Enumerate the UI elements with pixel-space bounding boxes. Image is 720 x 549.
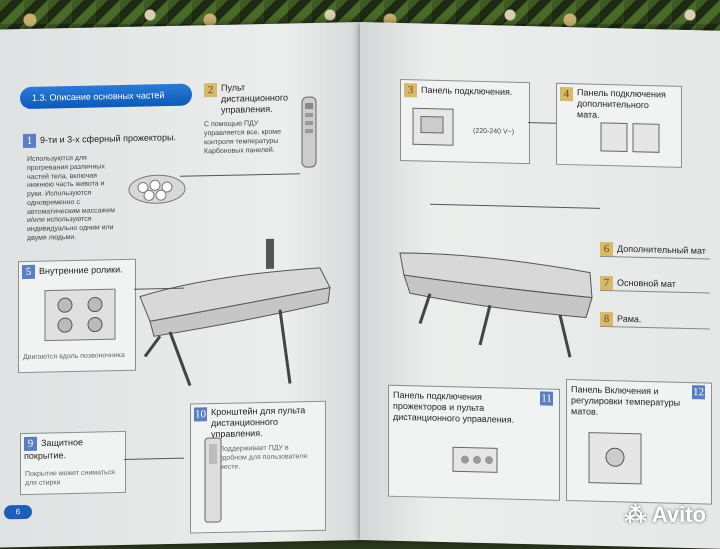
part-3-number: 3 — [404, 83, 417, 98]
part-7-title: Основной мат — [617, 277, 676, 290]
left-page: 1.3. Описание основных частей 1 9-ти и 3-… — [0, 22, 360, 548]
rollers-image — [44, 288, 116, 342]
temperature-panel-image — [588, 432, 642, 485]
part-3-title: Панель подключения. — [421, 84, 513, 98]
part-6-label: 6 Дополнительный мат — [600, 241, 710, 260]
projector-panel-image — [452, 446, 498, 473]
part-3-block: 3 Панель подключения. (220-240 V~) — [400, 78, 530, 165]
part-1-block: 1 9-ти и 3-х сферный прожекторы. Использу… — [22, 130, 186, 242]
bracket-image — [204, 437, 222, 523]
projector-image — [128, 174, 186, 204]
part-12-block: Панель Включения и регулировки температу… — [566, 379, 712, 505]
avito-logo-icon: ⁂ — [624, 502, 652, 527]
part-5-description: Двигаются вдоль позвоночника — [23, 351, 125, 362]
part-11-number: 11 — [540, 391, 553, 406]
part-6-title: Дополнительный мат — [617, 243, 706, 256]
part-2-number: 2 — [204, 82, 217, 98]
part-8-number: 8 — [600, 311, 613, 327]
part-8-title: Рама. — [617, 313, 642, 325]
avito-watermark: ⁂ Avito — [624, 502, 706, 527]
part-7-number: 7 — [600, 275, 613, 291]
extra-mat-panel-image — [600, 122, 660, 153]
part-1-number: 1 — [23, 133, 36, 149]
remote-control-image — [301, 96, 317, 168]
part-2-title: Пульт дистанционного управления. — [221, 82, 288, 115]
part-11-title: Панель подключения прожекторов и пульта … — [393, 389, 515, 425]
part-9-number: 9 — [24, 436, 37, 452]
part-12-number: 12 — [692, 385, 705, 400]
section-title: 1.3. Описание основных частей — [20, 83, 192, 110]
part-4-title: Панель подключения дополнительного мата. — [577, 87, 666, 120]
part-5-block: 5 Внутренние ролики. Двигаются вдоль позв… — [18, 258, 136, 374]
part-7-label: 7 Основной мат — [600, 275, 710, 294]
part-12-title: Панель Включения и регулировки температу… — [571, 384, 681, 417]
part-4-number: 4 — [560, 86, 573, 102]
part-1-title: 9-ти и 3-х сферный прожекторы. — [40, 132, 176, 146]
connection-panel-image — [412, 107, 454, 146]
part-8-label: 8 Рама. — [600, 311, 710, 330]
massage-bed-image-left — [139, 238, 331, 387]
part-5-number: 5 — [22, 264, 35, 280]
part-11-block: Панель подключения прожекторов и пульта … — [388, 384, 560, 501]
part-5-title: Внутренние ролики. — [39, 264, 123, 277]
massage-bed-image-right — [399, 252, 593, 358]
part-1-description: Используются для прогревания различных ч… — [27, 154, 115, 242]
part-9-description: Покрытие может сниматься для стирки — [25, 468, 115, 487]
part-2-description: С помощью ПДУ управляется все, кроме кон… — [204, 120, 282, 155]
part-10-number: 10 — [194, 407, 207, 422]
part-6-number: 6 — [600, 241, 613, 257]
page-number: 6 — [4, 504, 32, 520]
voltage-label: (220-240 V~) — [473, 127, 515, 136]
